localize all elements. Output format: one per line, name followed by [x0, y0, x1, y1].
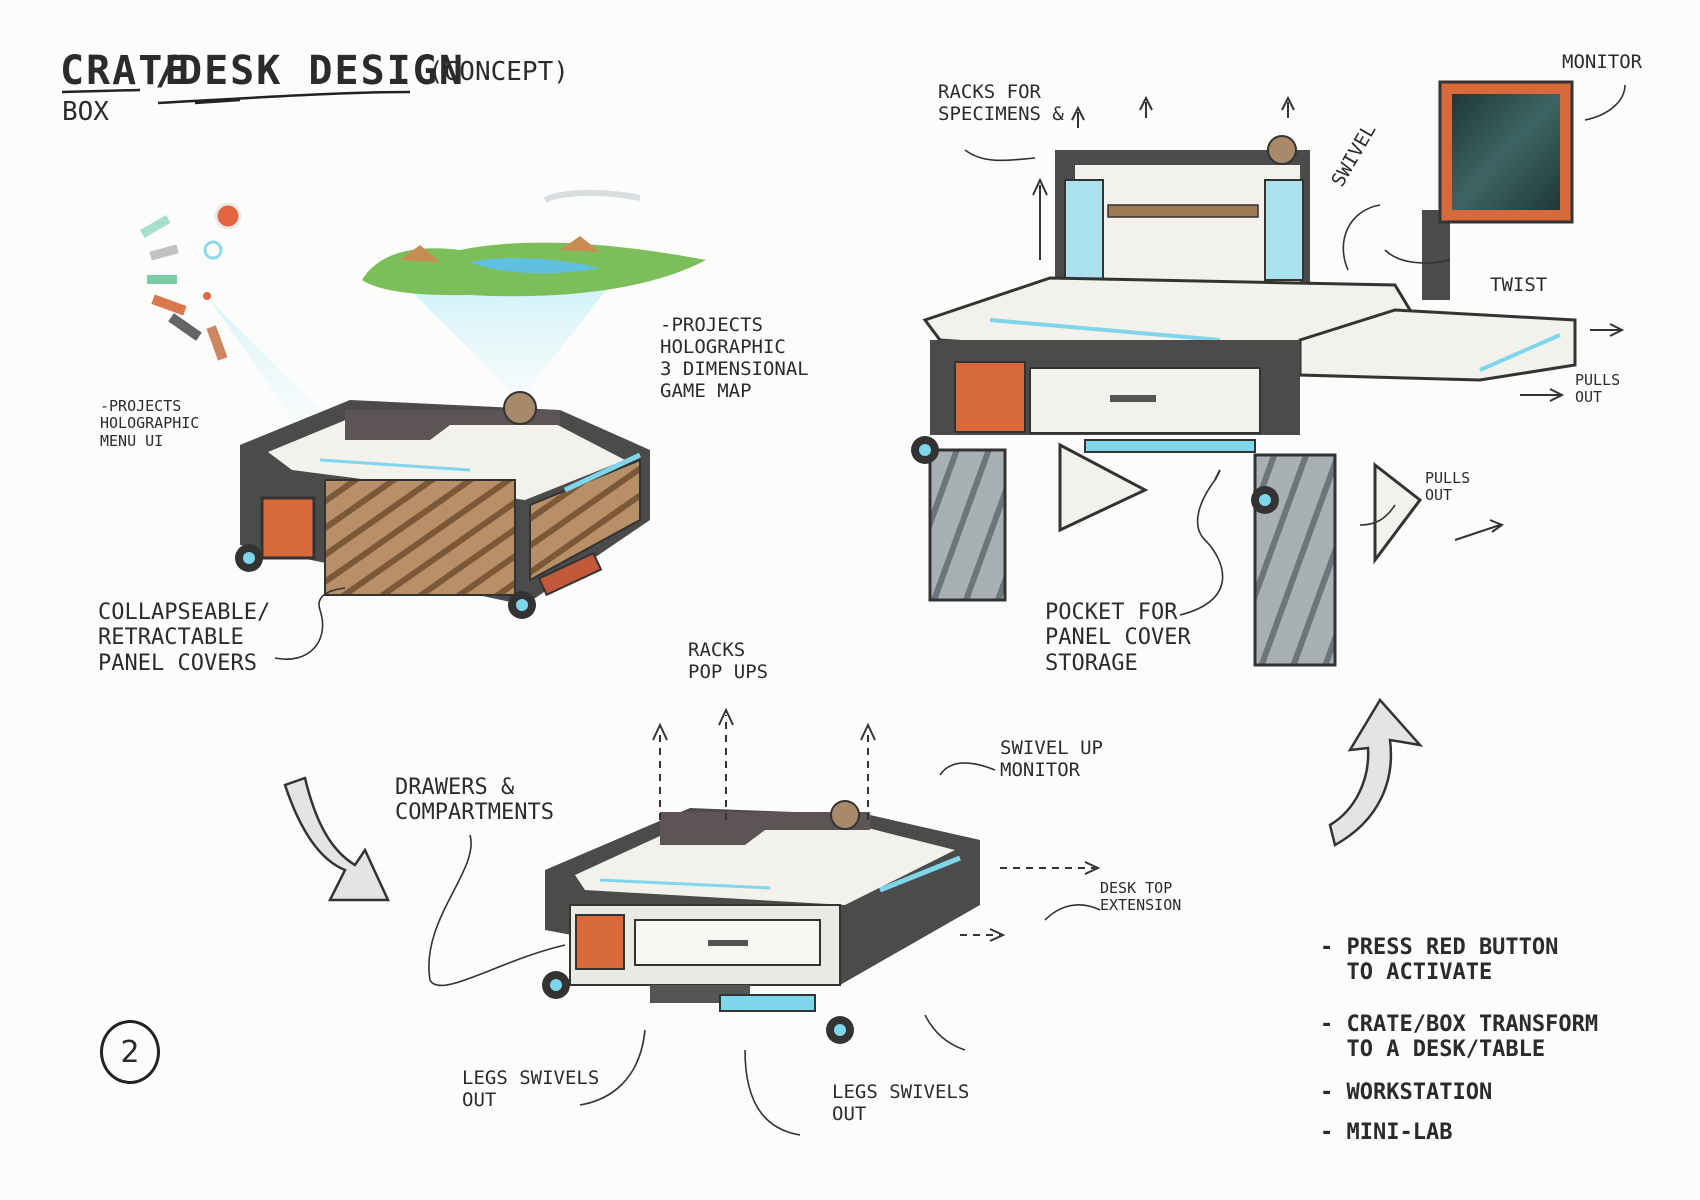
leader-lines	[274, 84, 1626, 1136]
label-projects-menu: -PROJECTS HOLOGRAPHIC MENU UI	[100, 397, 200, 450]
crate-transforming-drawing	[542, 800, 980, 1044]
page-number-badge: 2	[100, 1020, 160, 1084]
curved-arrow-right	[1328, 697, 1424, 847]
label-pulls-out-mid: PULLS OUT	[1425, 469, 1471, 505]
arrow-heads	[652, 707, 1101, 942]
holo-map-landscape	[362, 189, 706, 297]
title-desk-design: DESK DESIGN	[178, 48, 465, 94]
label-panel-covers: COLLAPSEABLE/ RETRACTABLE PANEL COVERS	[98, 600, 271, 676]
note-crate-transform: - CRATE/BOX TRANSFORM TO A DESK/TABLE	[1320, 1012, 1599, 1063]
curved-arrow-left	[283, 776, 390, 902]
label-legs-left: LEGS SWIVELS OUT	[462, 1067, 600, 1111]
label-legs-right: LEGS SWIVELS OUT	[832, 1081, 970, 1125]
label-swivel-up-monitor: SWIVEL UP MONITOR	[1000, 737, 1103, 781]
note-press-red-button: - PRESS RED BUTTON TO ACTIVATE	[1320, 935, 1559, 986]
label-racks-pop-ups: RACKS POP UPS	[688, 639, 769, 683]
label-drawers: DRAWERS & COMPARTMENTS	[395, 775, 554, 826]
title-crate: CRATE	[60, 48, 191, 94]
label-monitor: MONITOR	[1562, 51, 1643, 73]
title-slash: /	[155, 48, 182, 94]
title-box: BOX	[62, 97, 109, 127]
dashed-arrows	[659, 715, 1095, 936]
note-workstation: - WORKSTATION	[1320, 1080, 1493, 1105]
title-concept: (CONCEPT)	[428, 57, 569, 87]
label-pulls-out-top: PULLS OUT	[1575, 371, 1621, 407]
crate-closed-drawing	[140, 189, 706, 619]
label-pocket: POCKET FOR PANEL COVER STORAGE	[1045, 600, 1191, 676]
label-twist: TWIST	[1490, 274, 1548, 296]
note-mini-lab: - MINI-LAB	[1320, 1120, 1453, 1145]
holo-menu-beam	[210, 300, 350, 440]
holo-menu-icon	[140, 202, 242, 361]
label-desktop-extension: DESK TOP EXTENSION	[1100, 879, 1182, 915]
desk-arrows	[1032, 95, 1625, 541]
label-projects-map: -PROJECTS HOLOGRAPHIC 3 DIMENSIONAL GAME…	[660, 314, 809, 402]
title-underline	[61, 88, 411, 105]
label-racks-specimens: RACKS FOR SPECIMENS &	[938, 81, 1064, 125]
desk-open-drawing	[911, 80, 1577, 667]
